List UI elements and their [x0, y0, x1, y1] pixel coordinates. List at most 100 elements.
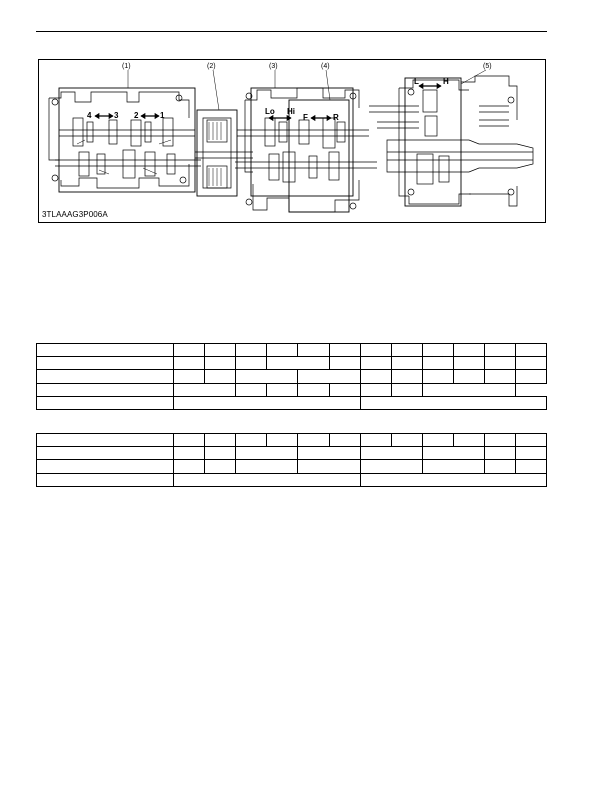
table-row [35, 472, 548, 487]
table-cell [359, 446, 423, 461]
table-cell [390, 432, 423, 448]
table-cell [483, 369, 516, 384]
table-cell [204, 432, 237, 448]
transmission-figure: 4 3 2 1 L [38, 59, 546, 223]
table-cell [235, 356, 268, 371]
table-cell [359, 369, 392, 384]
table-cell [514, 432, 548, 448]
table-cell [297, 446, 361, 461]
table-cell [173, 446, 206, 461]
table-cell [297, 432, 330, 448]
table-cell [390, 342, 423, 358]
table-cell [390, 382, 423, 397]
table-cell [390, 369, 423, 384]
section-4-box [288, 99, 350, 213]
table-cell [35, 369, 175, 384]
table-cell [35, 395, 175, 410]
table-cell [421, 356, 454, 371]
table-cell [452, 432, 485, 448]
table-cell [204, 459, 237, 474]
section-5-box [404, 77, 462, 207]
table-cell [35, 432, 175, 448]
table-cell [297, 369, 361, 384]
callout-5: (5) [483, 63, 492, 70]
table-cell [173, 459, 206, 474]
table-row [35, 342, 548, 358]
table-row [35, 432, 548, 448]
table-row [35, 395, 548, 410]
table-cell [173, 369, 206, 384]
table-cell [297, 342, 330, 358]
shift-label-2: 2 [134, 111, 139, 120]
gear-table-2 [35, 432, 548, 487]
table-cell [328, 432, 361, 448]
callout-4: (4) [321, 63, 330, 70]
callout-2: (2) [207, 63, 216, 70]
table-cell [35, 472, 175, 487]
table-cell [359, 342, 392, 358]
table-cell [359, 432, 392, 448]
table-cell [173, 432, 206, 448]
table-cell [359, 472, 548, 487]
table-cell [35, 356, 175, 371]
table-cell [297, 382, 330, 397]
table-cell [483, 446, 516, 461]
transmission-drawing: 4 3 2 1 L [48, 63, 534, 213]
table-cell [173, 382, 237, 397]
table-cell [266, 432, 299, 448]
table-cell [173, 356, 206, 371]
table-cell [359, 382, 392, 397]
table-cell [328, 342, 361, 358]
shift-label-4: 4 [87, 111, 92, 120]
table-cell [483, 342, 516, 358]
table-cell [483, 356, 516, 371]
table-cell [235, 369, 299, 384]
table-cell [421, 446, 485, 461]
table-cell [421, 369, 454, 384]
table-cell [35, 382, 175, 397]
table-cell [452, 369, 485, 384]
table-cell [266, 356, 330, 371]
table-cell [204, 446, 237, 461]
figure-id: 3TLAAAG3P006A [42, 210, 108, 219]
section-1-box [58, 87, 196, 193]
shift-label-lo: Lo [265, 107, 275, 116]
table-cell [421, 432, 454, 448]
table-cell [390, 356, 423, 371]
table-cell [204, 356, 237, 371]
table-cell [359, 356, 392, 371]
table-cell [483, 432, 516, 448]
table-cell [452, 356, 485, 371]
table-cell [421, 342, 454, 358]
table-cell [514, 369, 548, 384]
table-row [35, 459, 548, 474]
table-cell [35, 459, 175, 474]
table-cell [421, 459, 485, 474]
table-cell [514, 446, 548, 461]
table-row [35, 382, 547, 397]
table-cell [297, 459, 361, 474]
shift-label-3: 3 [114, 111, 119, 120]
table-cell [421, 382, 516, 397]
table-row [35, 356, 548, 371]
table-cell [452, 342, 485, 358]
table-cell [266, 342, 299, 358]
table-cell [359, 395, 548, 410]
shift-label-h: H [443, 77, 449, 86]
table-cell [235, 459, 299, 474]
gear-table-1 [35, 342, 548, 410]
table-cell [204, 369, 237, 384]
table-cell [266, 382, 299, 397]
table-cell [173, 472, 361, 487]
table-cell [173, 395, 361, 410]
section-2-box [196, 109, 238, 197]
table-cell [173, 342, 206, 358]
table-row [35, 446, 548, 461]
table-cell [235, 432, 268, 448]
table-cell [514, 356, 548, 371]
callout-1: (1) [122, 63, 131, 70]
shift-label-l: L [414, 77, 419, 86]
table-cell [235, 446, 299, 461]
table-cell [235, 382, 268, 397]
callout-3: (3) [269, 63, 278, 70]
